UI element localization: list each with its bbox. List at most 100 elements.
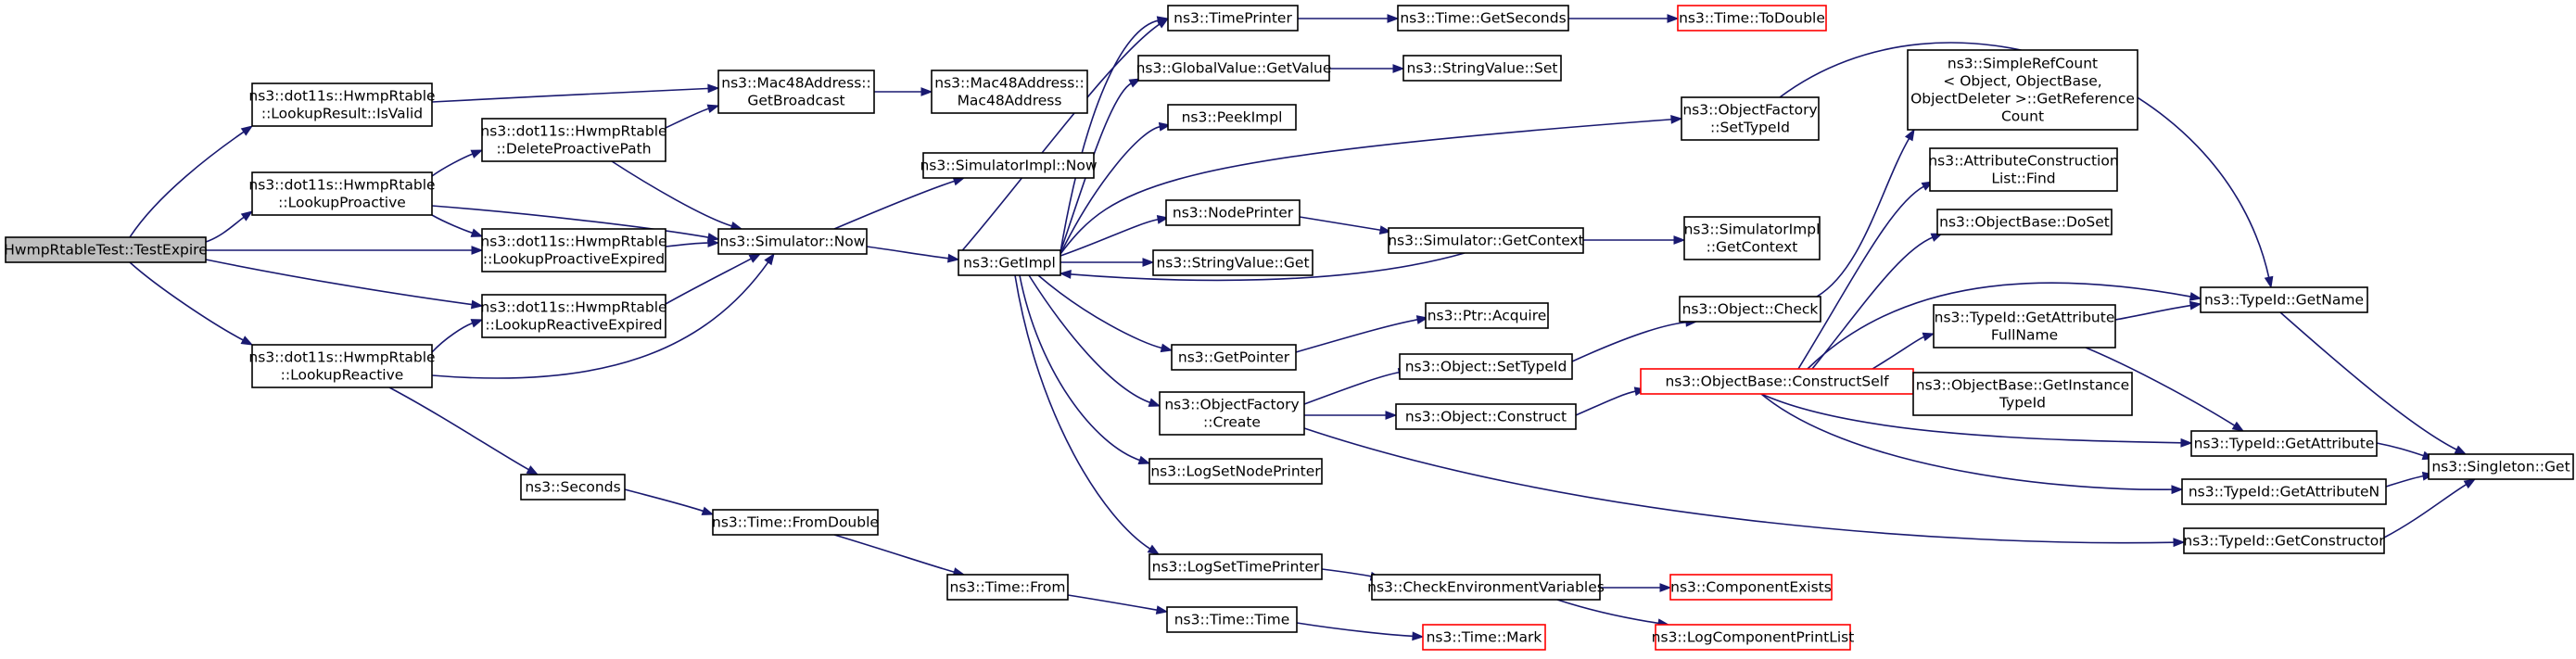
node-implgetcontext[interactable]: ns3::SimulatorImpl::GetContext — [1683, 216, 1821, 260]
edge-getimpl-to-nodeprinter — [1060, 215, 1170, 257]
node-logcomplist[interactable]: ns3::LogComponentPrintList — [1652, 624, 1855, 651]
node-label: ns3::Time::From — [950, 579, 1066, 596]
node-constructself[interactable]: ns3::ObjectBase::ConstructSelf — [1640, 368, 1914, 395]
edge-arrowhead — [947, 253, 960, 263]
edge-arrowhead — [1415, 315, 1429, 324]
node-lrexpired[interactable]: ns3::dot11s::HwmpRtable::LookupReactiveE… — [480, 294, 667, 338]
node-lookupreactive[interactable]: ns3::dot11s::HwmpRtable::LookupReactive — [248, 344, 436, 388]
edge-arrowhead — [1160, 343, 1174, 353]
node-singletonget[interactable]: ns3::Singleton::Get — [2428, 453, 2574, 480]
node-objcheck[interactable]: ns3::Object::Check — [1679, 296, 1821, 323]
edge-checkenv-to-compexists — [1600, 583, 1672, 592]
node-checkenv[interactable]: ns3::CheckEnvironmentVariables — [1367, 574, 1605, 601]
node-box — [1167, 104, 1297, 131]
edge-arrowhead — [2231, 421, 2245, 432]
node-timeprinter[interactable]: ns3::TimePrinter — [1167, 5, 1299, 32]
node-getattribute[interactable]: ns3::TypeId::GetAttribute — [2190, 430, 2378, 457]
node-label: ns3::dot11s::HwmpRtable — [480, 123, 666, 140]
node-label: ns3::dot11s::HwmpRtable — [248, 88, 435, 105]
node-lookupproactive[interactable]: ns3::dot11s::HwmpRtable::LookupProactive — [248, 171, 436, 216]
node-logsettime[interactable]: ns3::LogSetTimePrinter — [1148, 553, 1323, 580]
node-mac48[interactable]: ns3::Mac48Address::Mac48Address — [931, 70, 1088, 114]
node-objsettypeid[interactable]: ns3::Object::SetTypeId — [1399, 353, 1573, 380]
node-label: ns3::SimpleRefCount — [1948, 56, 2098, 72]
edge-deleteproactive-to-simnow — [611, 160, 743, 231]
node-timefrom[interactable]: ns3::Time::From — [946, 574, 1069, 601]
edge-simnow-to-getimpl — [866, 246, 960, 263]
edge-line — [665, 258, 753, 305]
node-box — [481, 118, 666, 162]
edge-arrowhead — [1412, 631, 1425, 641]
edge-arrowhead — [2264, 275, 2274, 289]
node-box — [1165, 199, 1301, 226]
node-label: ns3::ObjectBase::GetInstance — [1916, 377, 2129, 394]
node-logsetnode[interactable]: ns3::LogSetNodePrinter — [1148, 458, 1323, 485]
node-box — [2200, 286, 2368, 313]
node-getpointer[interactable]: ns3::GetPointer — [1171, 344, 1297, 371]
edge-line — [1069, 252, 1466, 282]
node-label: ns3::NodePrinter — [1173, 205, 1294, 222]
node-getseconds[interactable]: ns3::Time::GetSeconds — [1397, 5, 1569, 32]
node-root[interactable]: HwmpRtableTest::TestExpire — [4, 236, 208, 263]
node-compexists[interactable]: ns3::ComponentExists — [1669, 574, 1833, 601]
node-label: ns3::dot11s::HwmpRtable — [248, 177, 435, 194]
node-box — [1912, 372, 2133, 416]
node-getbroadcast[interactable]: ns3::Mac48Address::GetBroadcast — [717, 70, 875, 114]
node-peekimpl[interactable]: ns3::PeekImpl — [1167, 104, 1297, 131]
edge-deleteproactive-to-getbroadcast — [665, 104, 720, 129]
edge-line — [2279, 311, 2458, 451]
node-timemark[interactable]: ns3::Time::Mark — [1422, 624, 1546, 651]
node-lpexpired[interactable]: ns3::dot11s::HwmpRtable::LookupProactive… — [480, 228, 667, 272]
edge-line — [2114, 304, 2192, 321]
node-simimplnow[interactable]: ns3::SimulatorImpl::Now — [920, 152, 1098, 179]
node-label: ns3::LogSetTimePrinter — [1152, 559, 1320, 576]
node-objconstruct[interactable]: ns3::Object::Construct — [1395, 403, 1577, 430]
node-ofcreate[interactable]: ns3::ObjectFactory::Create — [1159, 391, 1305, 436]
edge-getimpl-to-timeprinter — [1060, 16, 1170, 253]
node-svset[interactable]: ns3::StringValue::Set — [1402, 55, 1562, 82]
node-svget[interactable]: ns3::StringValue::Get — [1152, 249, 1313, 276]
node-isvalid[interactable]: ns3::dot11s::HwmpRtable::LookupResult::I… — [248, 82, 436, 127]
node-getcontext[interactable]: ns3::Simulator::GetContext — [1388, 227, 1584, 254]
node-label: ns3::Object::Construct — [1405, 409, 1567, 425]
edge-line — [1556, 599, 1660, 625]
node-nodeprinter[interactable]: ns3::NodePrinter — [1165, 199, 1301, 226]
node-fromdouble[interactable]: ns3::Time::FromDouble — [712, 509, 879, 536]
node-label: ns3::ObjectBase::DoSet — [1939, 214, 2110, 231]
edge-constructself-to-getname — [1807, 282, 2202, 370]
node-getname[interactable]: ns3::TypeId::GetName — [2200, 286, 2368, 313]
node-doset[interactable]: ns3::ObjectBase::DoSet — [1936, 209, 2113, 235]
node-box — [2190, 430, 2378, 457]
node-getconstructor[interactable]: ns3::TypeId::GetConstructor — [2183, 527, 2385, 554]
node-simplerefcount[interactable]: ns3::SimpleRefCount< Object, ObjectBase,… — [1907, 49, 2138, 131]
node-box — [251, 82, 433, 127]
node-label: ::GetContext — [1707, 239, 1798, 256]
node-acquire[interactable]: ns3::Ptr::Acquire — [1425, 302, 1549, 329]
edge-objcheck-to-simplerefcount — [1816, 128, 1915, 298]
edge-getimpl-to-logsettime — [1014, 274, 1161, 555]
node-timetime[interactable]: ns3::Time::Time — [1166, 606, 1298, 633]
node-simnow[interactable]: ns3::Simulator::Now — [717, 228, 868, 255]
node-deleteproactive[interactable]: ns3::dot11s::HwmpRtable::DeleteProactive… — [480, 118, 667, 162]
edge-getimpl-to-svget — [1060, 258, 1155, 267]
node-ofsettypeid[interactable]: ns3::ObjectFactory::SetTypeId — [1681, 96, 1820, 141]
node-box — [717, 228, 868, 255]
node-getimpl[interactable]: ns3::GetImpl — [958, 249, 1061, 276]
edge-line — [1295, 318, 1419, 353]
node-label: ns3::TypeId::GetAttributeN — [2189, 484, 2379, 501]
node-getattributen[interactable]: ns3::TypeId::GetAttributeN — [2181, 478, 2387, 505]
node-todouble[interactable]: ns3::Time::ToDouble — [1677, 5, 1827, 32]
edge-line — [431, 214, 474, 234]
node-label: ns3::Simulator::Now — [720, 234, 866, 250]
edge-line — [1019, 274, 1141, 462]
edge-getimpl-to-ofsettypeid — [1060, 114, 1683, 255]
edge-lookupproactive-to-lpexpired — [431, 214, 484, 237]
node-seconds[interactable]: ns3::Seconds — [520, 474, 626, 501]
node-label: ns3::GetPointer — [1178, 349, 1290, 366]
edge-arrowhead — [1148, 398, 1161, 407]
node-gvgetvalue[interactable]: ns3::GlobalValue::GetValue — [1136, 55, 1332, 82]
edge-getattribute-to-singletonget — [2376, 442, 2435, 461]
